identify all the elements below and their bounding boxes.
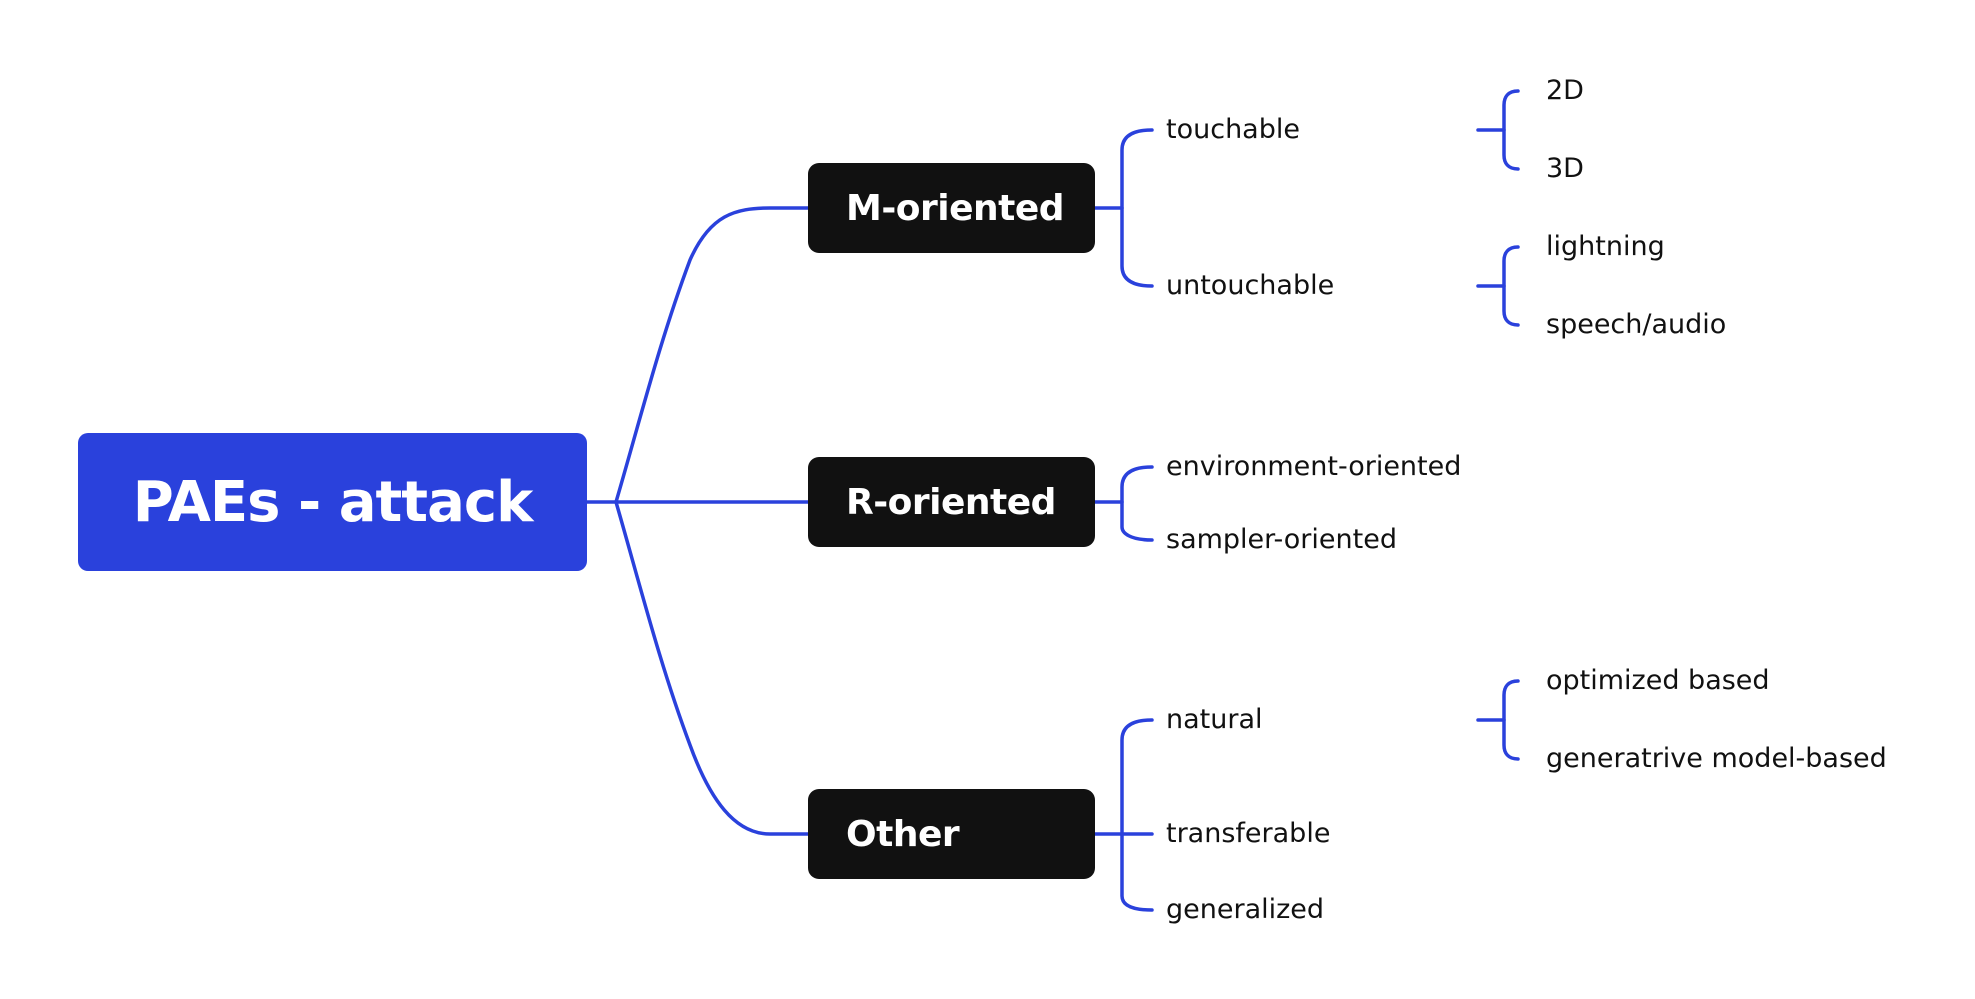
m-oriented-bracket bbox=[1120, 128, 1154, 288]
category-label: R-oriented bbox=[846, 481, 1056, 523]
leaf-speech-audio: speech/audio bbox=[1546, 309, 1727, 340]
natural-bracket bbox=[1502, 679, 1520, 761]
category-label: Other bbox=[846, 813, 960, 855]
leaf-untouchable: untouchable bbox=[1166, 270, 1335, 301]
leaf-2d: 2D bbox=[1546, 75, 1584, 106]
untouchable-bracket bbox=[1502, 245, 1520, 327]
leaf-generalized: generalized bbox=[1166, 894, 1325, 925]
leaf-sampler-oriented: sampler-oriented bbox=[1166, 524, 1397, 555]
root-node: PAEs - attack bbox=[78, 433, 587, 571]
leaf-environment-oriented: environment-oriented bbox=[1166, 451, 1462, 482]
leaf-generative-model-based: generatrive model-based bbox=[1546, 743, 1887, 774]
leaf-3d: 3D bbox=[1546, 153, 1584, 184]
category-label: M-oriented bbox=[846, 187, 1065, 229]
leaf-optimized-based: optimized based bbox=[1546, 665, 1770, 696]
r-oriented-bracket bbox=[1120, 465, 1154, 542]
root-to-m-oriented-connector bbox=[614, 206, 810, 504]
leaf-transferable: transferable bbox=[1166, 818, 1331, 849]
leaf-lightning: lightning bbox=[1546, 231, 1665, 262]
root-node-label: PAEs - attack bbox=[132, 469, 534, 535]
leaf-touchable: touchable bbox=[1166, 114, 1300, 145]
category-node-m-oriented: M-oriented bbox=[808, 163, 1095, 253]
root-to-other-connector bbox=[614, 500, 810, 836]
category-node-other: Other bbox=[808, 789, 1095, 879]
category-node-r-oriented: R-oriented bbox=[808, 457, 1095, 547]
leaf-natural: natural bbox=[1166, 704, 1263, 735]
touchable-bracket bbox=[1502, 89, 1520, 171]
other-bracket bbox=[1120, 718, 1154, 912]
